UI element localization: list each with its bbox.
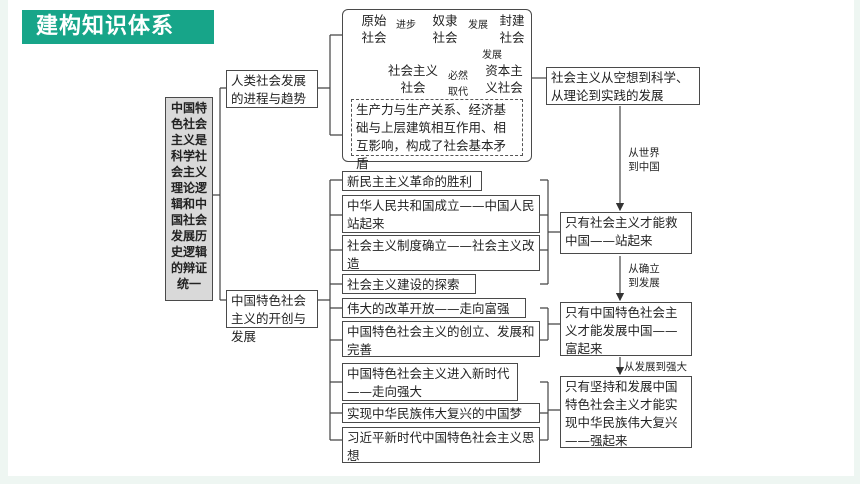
item-xi-thought: 习近平新时代中国特色社会主义思想 [342,427,540,463]
root-bracket [213,87,226,301]
root-concept-box: 中国特色社会主义是科学社会主义理论逻辑和中国社会发展历史逻辑的辩证统一 [165,97,213,301]
item-ticks [330,179,342,441]
group2-bracket [540,307,560,341]
branch1-bracket [318,34,342,136]
basic-contradiction-note: 生产力与生产关系、经济基础与上层建筑相互作用、相互影响，构成了社会基本矛盾 [351,99,523,171]
frame-left-border [0,0,8,484]
arrow-label-replace: 取代 [448,87,468,98]
item-new-era: 中国特色社会主义进入新时代——走向强大 [342,363,518,401]
item-socialist-system: 社会主义制度确立——社会主义改造 [342,235,540,271]
frame-right-border [854,0,860,484]
stage-socialist: 社会主义社会 [388,63,439,95]
item-new-democratic-revolution: 新民主主义革命的胜利 [342,171,482,191]
transition-world-to-china: 从世界到中国 [628,147,660,173]
transition-develop-to-strong: 从发展到强大 [624,361,687,373]
branch2-spine [318,180,331,440]
stage-feudal: 封建社会 [499,13,525,45]
right-box-get-strong: 只有坚持和发展中国特色社会主义才能实现中华民族伟大复兴——强起来 [560,376,692,448]
group3-bracket [540,381,560,441]
stage-slave: 奴隶社会 [432,13,458,45]
transition-establish-to-develop: 从确立到发展 [628,263,660,289]
right-box-get-rich: 只有中国特色社会主义才能发展中国——富起来 [560,302,692,356]
item-prc-founding: 中华人民共和国成立——中国人民站起来 [342,195,540,233]
stage-primitive: 原始社会 [361,13,387,45]
arrow-label-develop-1: 发展 [468,20,488,31]
item-reform-opening: 伟大的改革开放——走向富强 [342,298,526,318]
arrow-label-develop-2: 发展 [482,50,502,61]
arrow-label-progress: 进步 [396,20,416,31]
society-stages-cluster [342,9,532,162]
item-creation-development: 中国特色社会主义的创立、发展和完善 [342,321,540,357]
branch-social-development: 人类社会发展的进程与趋势 [226,70,318,108]
arrow-label-inevitable: 必然 [448,71,468,82]
stage-capitalist: 资本主义社会 [485,63,523,95]
frame-bottom-border [0,476,860,484]
section-title: 建构知识体系 [22,10,214,44]
group1-bracket [540,179,560,285]
right-box-stand-up: 只有社会主义才能救中国——站起来 [560,212,692,254]
item-chinese-dream: 实现中华民族伟大复兴的中国梦 [342,403,540,423]
right-box-theory-to-practice: 社会主义从空想到科学、从理论到实践的发展 [546,67,700,105]
item-construction-exploration: 社会主义建设的探索 [342,274,476,294]
branch-socialism-chinese-characteristics: 中国特色社会主义的开创与发展 [226,290,318,344]
